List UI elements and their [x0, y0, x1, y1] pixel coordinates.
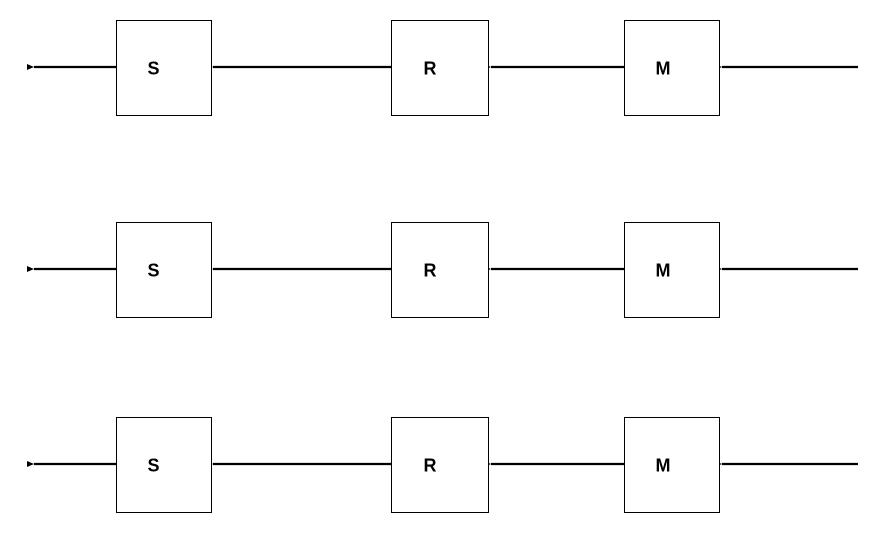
block-label: M [656, 456, 671, 476]
block-m-row-1: M [624, 20, 720, 116]
block-box [624, 20, 720, 116]
block-box [624, 222, 720, 318]
block-r-row-1: R [391, 20, 489, 116]
block-box [391, 20, 489, 116]
block-label: S [148, 261, 160, 281]
block-box [391, 417, 489, 513]
block-label: M [656, 59, 671, 79]
block-label: R [424, 456, 437, 476]
block-box [624, 417, 720, 513]
block-label: S [148, 59, 160, 79]
block-label: S [148, 456, 160, 476]
block-s-row-1: S [116, 20, 212, 116]
block-label: R [424, 59, 437, 79]
block-label: R [424, 261, 437, 281]
block-s-row-2: S [116, 222, 212, 318]
block-r-row-3: R [391, 417, 489, 513]
block-box [116, 222, 212, 318]
block-box [116, 417, 212, 513]
block-box [116, 20, 212, 116]
block-label: M [656, 261, 671, 281]
block-s-row-3: S [116, 417, 212, 513]
block-m-row-2: M [624, 222, 720, 318]
block-m-row-3: M [624, 417, 720, 513]
block-r-row-2: R [391, 222, 489, 318]
block-box [391, 222, 489, 318]
